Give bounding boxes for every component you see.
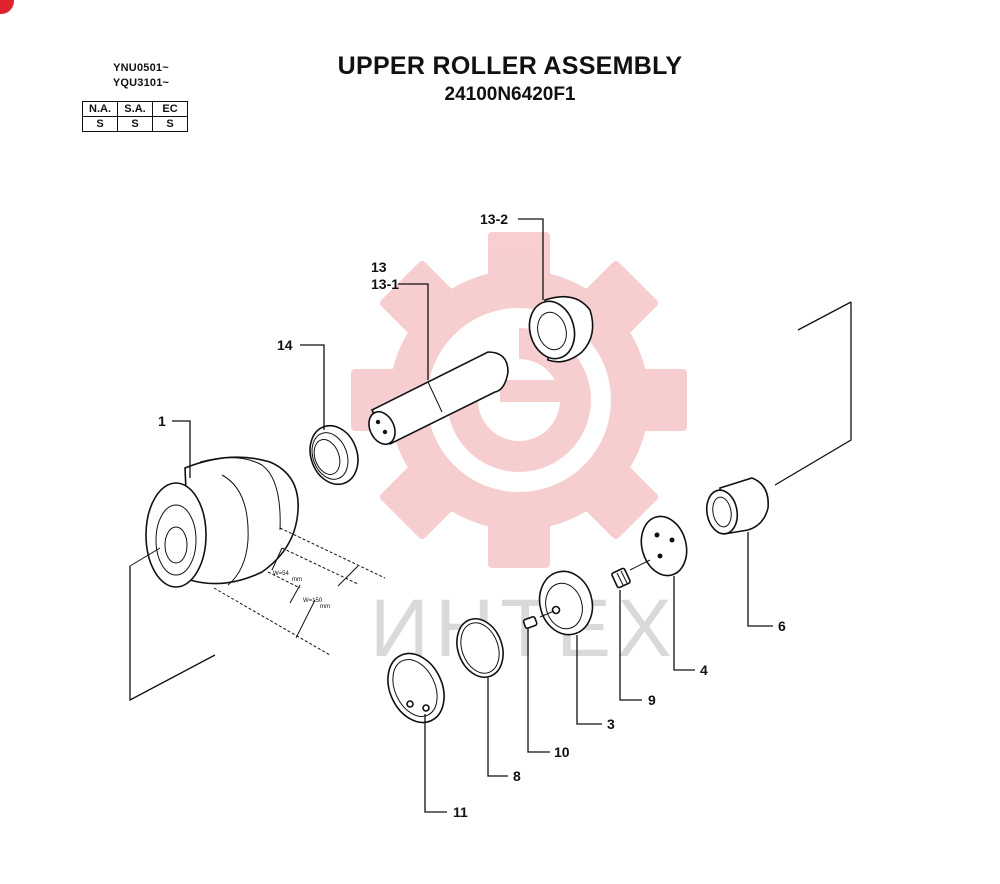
dim-width-2: W=150 bbox=[303, 598, 323, 604]
part-plug bbox=[522, 615, 538, 629]
part-shaft bbox=[368, 351, 509, 446]
part-roller-body bbox=[129, 456, 299, 588]
part-retainer bbox=[538, 570, 594, 636]
callout-9: 9 bbox=[648, 692, 656, 708]
callout-6: 6 bbox=[778, 618, 786, 634]
callout-8: 8 bbox=[513, 768, 521, 784]
roller-dimension-lines bbox=[213, 527, 386, 656]
callout-14: 14 bbox=[277, 337, 293, 353]
part-seal bbox=[309, 424, 359, 486]
serial-range-1: YNU0501~ bbox=[113, 62, 169, 74]
part-bushing-lower bbox=[705, 477, 769, 535]
dim-width-1-unit: mm bbox=[292, 577, 302, 583]
callout-13-2: 13-2 bbox=[480, 211, 508, 227]
part-snap-ring bbox=[387, 652, 445, 724]
leader-lines bbox=[129, 218, 852, 813]
serial-range-2: YQU3101~ bbox=[112, 77, 170, 89]
part-bushing-upper bbox=[528, 295, 594, 363]
part-o-ring bbox=[456, 618, 504, 678]
callout-13-1: 13-1 bbox=[371, 276, 399, 292]
dim-width-1: W=54 bbox=[273, 571, 290, 577]
callout-1: 1 bbox=[158, 413, 166, 429]
page-title: UPPER ROLLER ASSEMBLY bbox=[337, 52, 683, 80]
part-bolt bbox=[611, 567, 631, 589]
spec-table-header-row: N.A. S.A. EC bbox=[82, 101, 188, 117]
spec-header-ec: EC bbox=[152, 101, 188, 117]
spec-table-value-row: S S S bbox=[82, 116, 188, 132]
callout-11: 11 bbox=[453, 804, 468, 820]
spec-value-ec: S bbox=[152, 116, 188, 132]
callout-13: 13 bbox=[371, 259, 387, 275]
spec-table: N.A. S.A. EC S S S bbox=[82, 101, 188, 132]
assembly-part-number: 24100N6420F1 bbox=[444, 84, 576, 105]
callout-10: 10 bbox=[554, 744, 570, 760]
callout-4: 4 bbox=[700, 662, 708, 678]
dim-width-2-unit: mm bbox=[320, 604, 330, 610]
callout-3: 3 bbox=[607, 716, 615, 732]
part-cover-plate bbox=[629, 515, 688, 577]
